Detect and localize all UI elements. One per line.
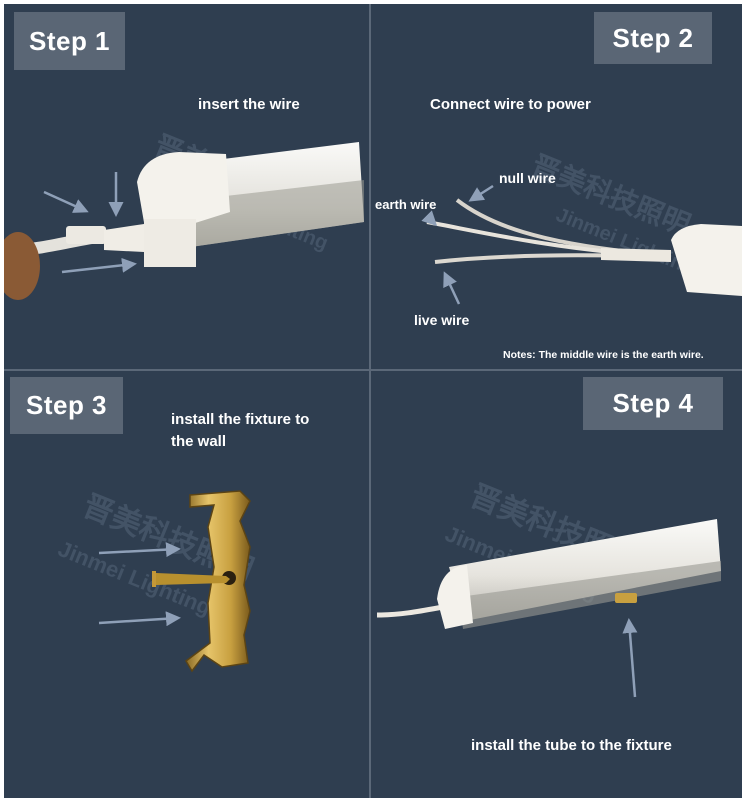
power-cable [376,604,444,618]
screw-head [152,571,156,587]
connector-cap [671,224,742,296]
step-3-badge: Step 3 [10,377,123,434]
end-cap [137,152,230,236]
vertical-divider [369,4,371,798]
step-2-illustration [421,184,742,305]
step-4-panel: Step 4 晋美科技照明 Jinmei Lighting install th… [371,371,742,798]
end-cap [437,565,473,629]
arrow [61,257,137,274]
step-4-caption: install the tube to the fixture [471,737,672,754]
arrow [43,190,89,213]
arrow [98,542,181,558]
step-1-badge: Step 1 [14,12,125,70]
arrow [98,611,181,627]
hand-shape [4,232,40,300]
earth-wire [426,220,632,256]
arrow [468,184,494,202]
screw-shaft [156,573,230,585]
step-4-illustration [376,519,721,698]
end-cap-base [144,219,196,267]
arrow [443,271,461,305]
null-wire [455,198,632,254]
step-2-caption: Connect wire to power [430,96,591,113]
step-1-illustration [4,142,364,300]
earth-wire-label: earth wire [375,197,437,212]
step-2-note: Notes: The middle wire is the earth wire… [503,349,704,361]
horizontal-divider [4,369,742,371]
step-3-panel: Step 3 install the fixture to the wall 晋… [4,371,369,798]
null-wire-label: null wire [499,170,556,186]
step-1-caption: insert the wire [198,96,300,113]
mounting-clip [615,593,637,603]
step-3-caption-line-2: the wall [171,433,227,450]
arrow [622,618,638,698]
arrow [421,210,438,227]
step-3-caption-line-1: install the fixture to [171,411,310,428]
plug-connector [66,226,106,244]
step-2-badge: Step 2 [594,12,712,64]
live-wire-label: live wire [414,312,470,328]
step-2-panel: Step 2 Connect wire to power 晋美科技照明 Jinm… [371,4,742,369]
step-1-panel: Step 1 insert the wire 晋美科技照明 Jinmei Lig… [4,4,369,369]
step-3-illustration [98,490,251,673]
step-4-badge: Step 4 [583,377,723,430]
fixture-rail [459,561,721,629]
